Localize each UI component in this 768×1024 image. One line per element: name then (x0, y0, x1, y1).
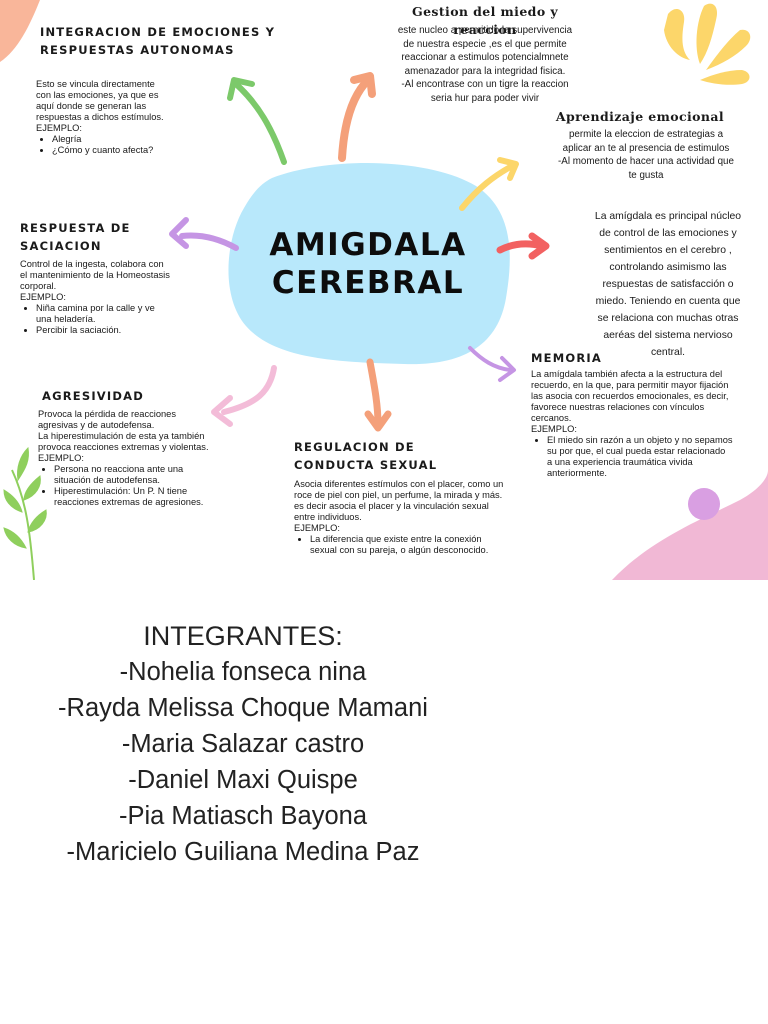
heading-memoria: MEMORIA (531, 351, 602, 365)
arrow-sexual (364, 358, 392, 432)
list-item: La diferencia que existe entre la conexi… (310, 534, 534, 556)
body-integracion: Esto se vincula directamente con las emo… (36, 79, 196, 156)
paragraph-saciacion: Control de la ingesta, colabora con el m… (20, 259, 170, 302)
mind-map: AMIGDALA CEREBRAL INTEGRACION DE EMOCION… (0, 0, 768, 580)
paragraph-memoria: La amígdala también afecta a la estructu… (531, 369, 729, 434)
paragraph-sexual: Asocia diferentes estímulos con el place… (294, 479, 504, 533)
member-name: -Maricielo Guiliana Medina Paz (66, 838, 420, 866)
arrow-memoria (468, 346, 516, 382)
heading-gestion: Gestion del miedo y reaccion (412, 4, 558, 37)
paragraph-definicion: La amígdala es principal núcleo de contr… (594, 211, 742, 358)
paragraph-integracion: Esto se vincula directamente con las emo… (36, 79, 164, 133)
center-title: AMIGDALA CEREBRAL (269, 227, 467, 301)
corner-blob-bottom-right (612, 470, 768, 580)
list-item: Hiperestimulación: Un P. N tiene reaccio… (54, 486, 244, 508)
integrantes-section: INTEGRANTES: -Nohelia fonseca nina -Rayd… (0, 618, 486, 870)
list-item: Niña camina por la calle y ve una helade… (36, 303, 190, 325)
list-item: Alegría (52, 134, 196, 145)
arrow-definicion (496, 232, 550, 260)
member-name: -Pia Matiasch Bayona (118, 802, 368, 830)
paragraph-agresividad: Provoca la pérdida de reacciones agresiv… (38, 409, 209, 463)
body-sexual: Asocia diferentes estímulos con el place… (294, 479, 534, 556)
list-item: El miedo sin razón a un objeto y no sepa… (547, 435, 761, 479)
heading-aprendizaje: Aprendizaje emocional (555, 109, 725, 124)
arrow-gestion (338, 72, 376, 162)
bullet-list-sexual: La diferencia que existe entre la conexi… (294, 534, 534, 556)
heading-integracion: INTEGRACION DE EMOCIONES Y RESPUESTAS AU… (40, 25, 276, 57)
bullet-list-integracion: Alegría ¿Cómo y cuanto afecta? (36, 134, 196, 156)
paragraph-gestion: este nucleo a permitido la supervivencia… (397, 25, 573, 104)
list-item: ¿Cómo y cuanto afecta? (52, 145, 196, 156)
list-item: Percibir la saciación. (36, 325, 190, 336)
body-agresividad: Provoca la pérdida de reacciones agresiv… (38, 409, 244, 508)
members-list: -Nohelia fonseca nina -Rayda Melissa Cho… (0, 654, 486, 870)
member-name: -Maria Salazar castro (121, 730, 365, 758)
member-name: -Daniel Maxi Quispe (128, 766, 358, 794)
decoration-layer (0, 0, 768, 580)
heading-sexual: REGULACION DE CONDUCTA SEXUAL (294, 440, 438, 472)
arrow-agresividad (211, 365, 277, 427)
leaf-decoration (3, 446, 47, 580)
body-aprendizaje: permite la eleccion de estrategias a apl… (536, 128, 756, 182)
list-item: Persona no reacciona ante una situación … (54, 464, 244, 486)
body-definicion: La amígdala es principal núcleo de contr… (580, 208, 756, 361)
bullet-list-agresividad: Persona no reacciona ante una situación … (38, 464, 244, 508)
arrow-aprendizaje (459, 157, 519, 211)
bullet-list-saciacion: Niña camina por la calle y ve una helade… (20, 303, 190, 336)
arrow-integracion (227, 77, 287, 165)
member-name: -Rayda Melissa Choque Mamani (58, 694, 428, 722)
yellow-splash-decoration (664, 3, 751, 85)
corner-blob-top-left (0, 0, 40, 62)
heading-agresividad: AGRESIVIDAD (42, 389, 144, 403)
paragraph-aprendizaje: permite la eleccion de estrategias a apl… (558, 129, 734, 181)
member-name: -Nohelia fonseca nina (119, 658, 367, 686)
integrantes-title: INTEGRANTES: (143, 621, 343, 651)
violet-dot-decoration (688, 488, 720, 520)
bullet-list-memoria: El miedo sin razón a un objeto y no sepa… (531, 435, 761, 479)
body-memoria: La amígdala también afecta a la estructu… (531, 369, 761, 479)
heading-saciacion: RESPUESTA DE SACIACION (20, 221, 131, 253)
arrow-saciacion (169, 217, 239, 251)
center-blob (228, 163, 510, 365)
body-saciacion: Control de la ingesta, colabora con el m… (20, 259, 190, 336)
body-gestion: este nucleo a permitido la supervivencia… (372, 24, 598, 105)
